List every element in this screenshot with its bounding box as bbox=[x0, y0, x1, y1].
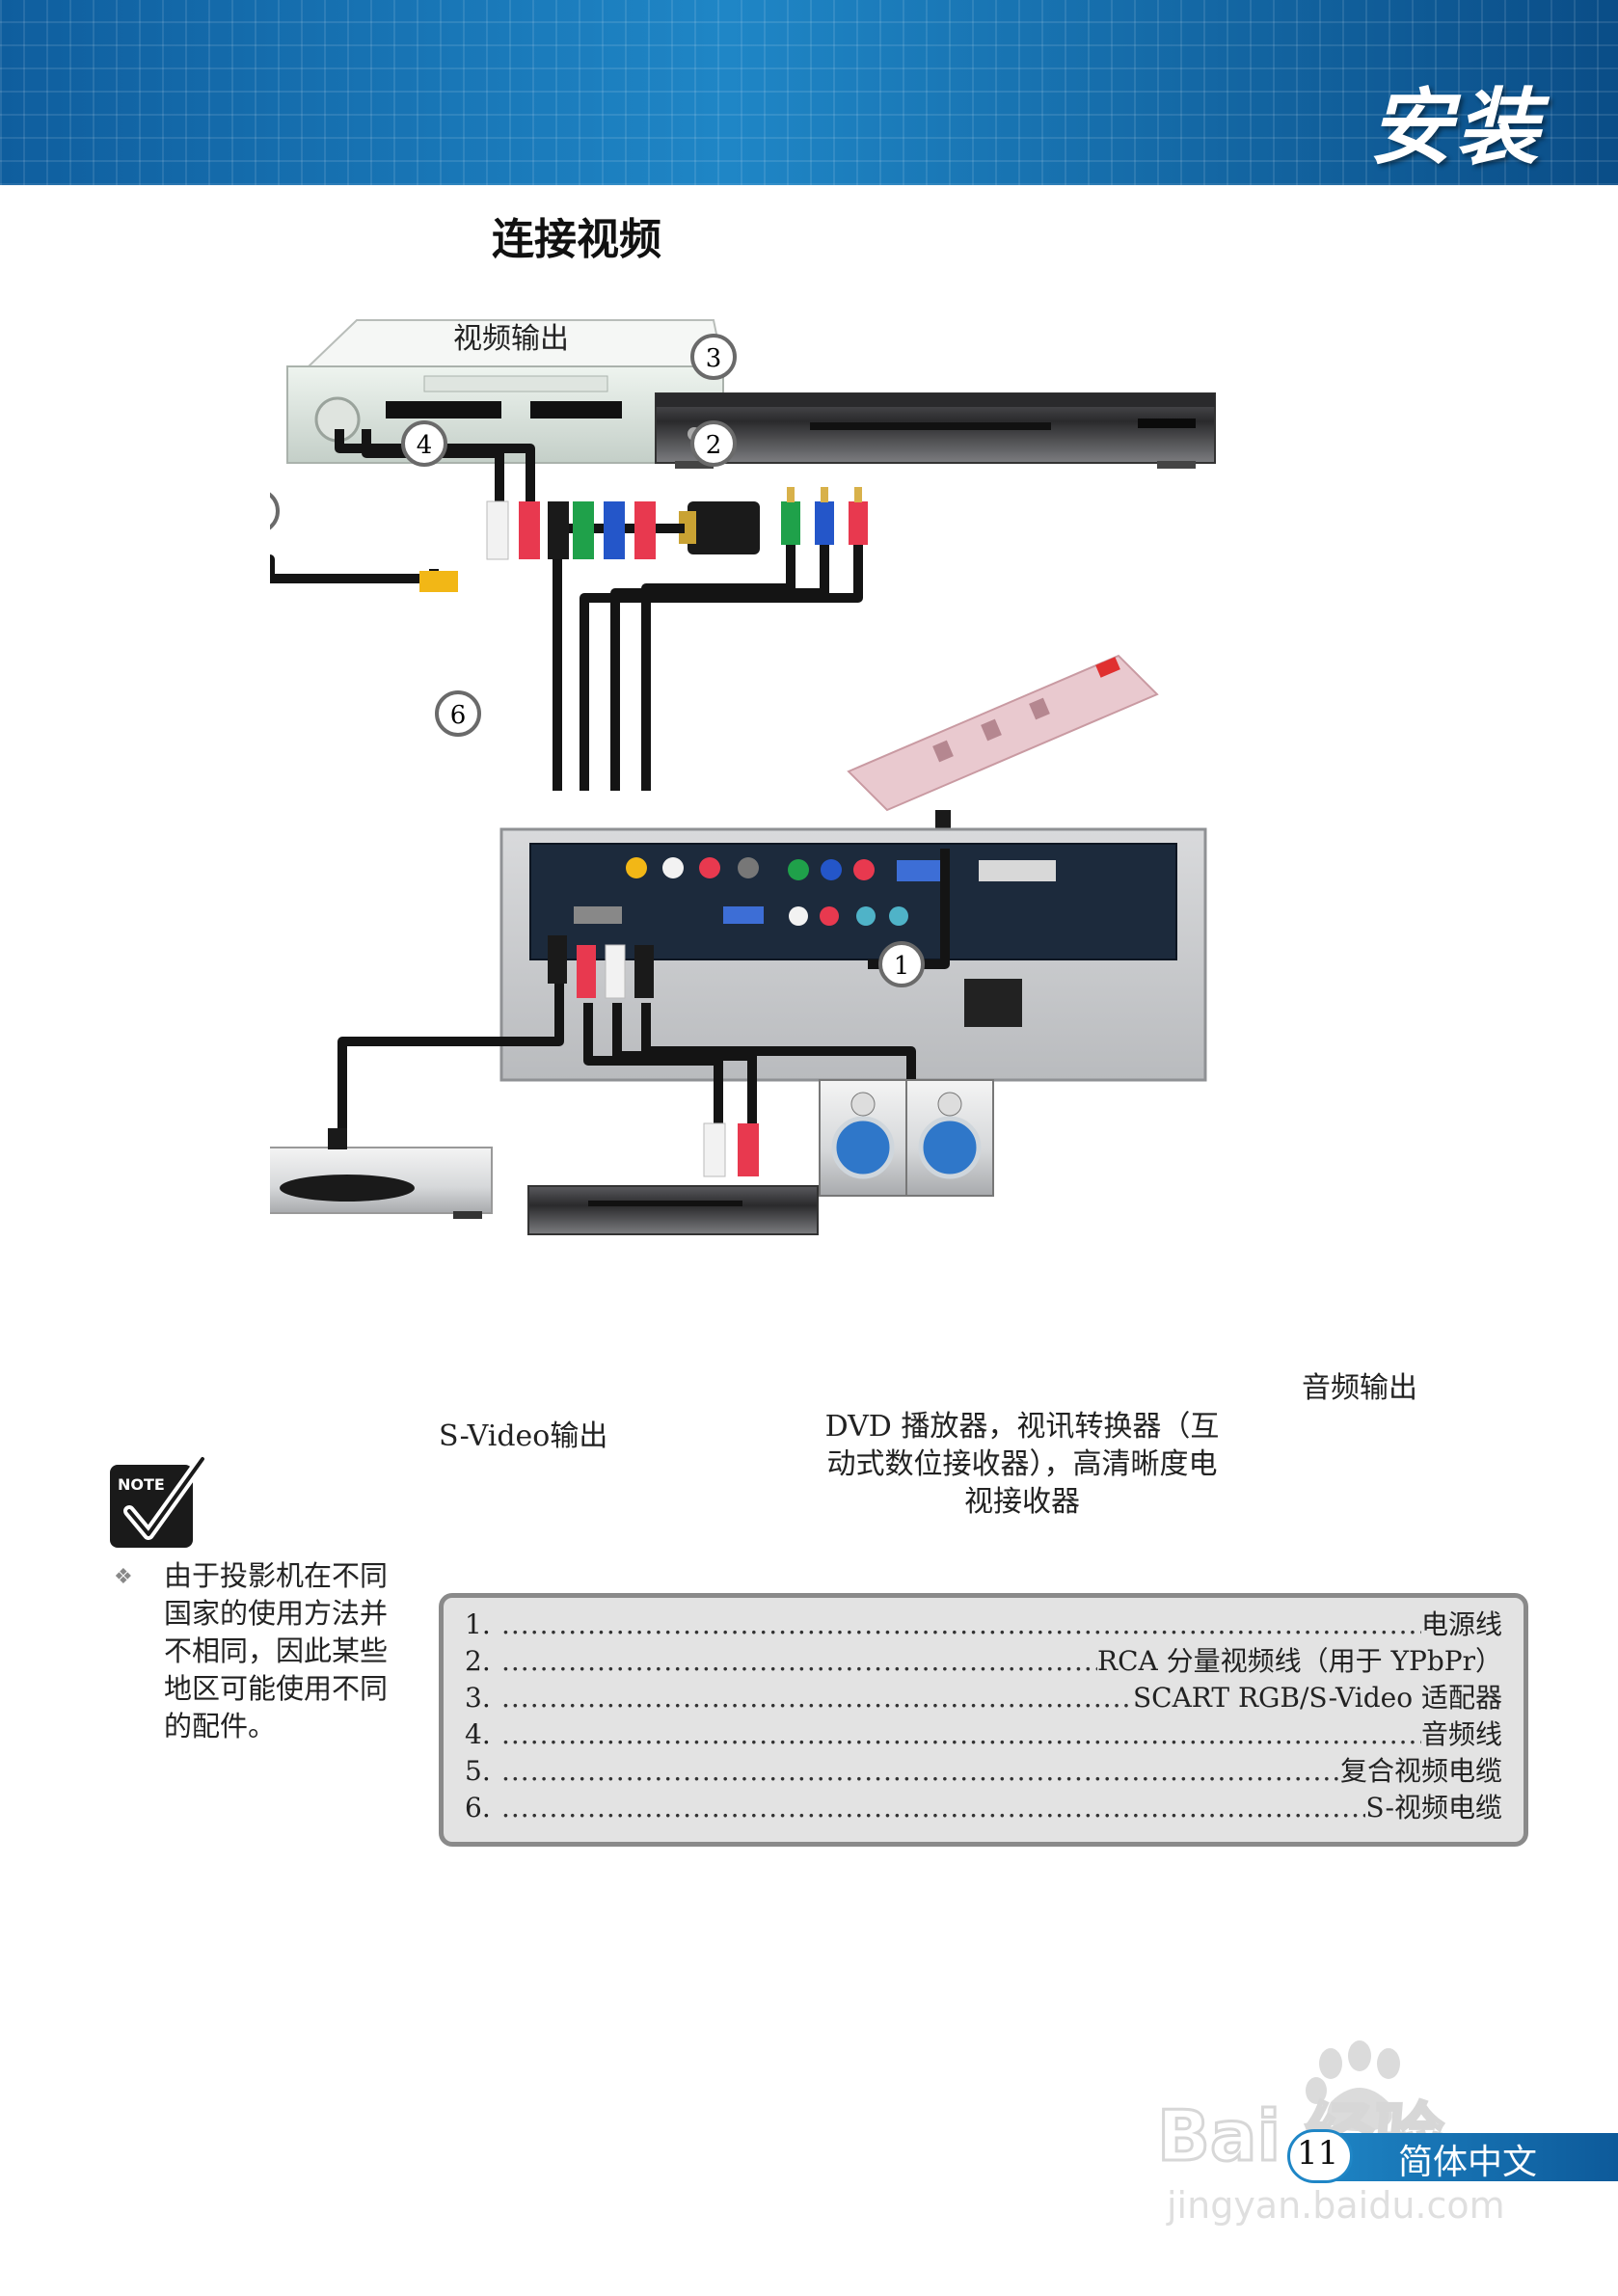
legend-label: SCART RGB/S-Video 适配器 bbox=[1132, 1682, 1502, 1714]
connection-diagram-svg: 1 2 3 4 5 6 bbox=[202, 319, 1216, 1235]
note-icon: NOTE bbox=[106, 1451, 212, 1557]
note-bullet-icon: ❖ bbox=[114, 1565, 133, 1589]
note-line: 地区可能使用不同 bbox=[164, 1672, 389, 1705]
audio-input-plugs bbox=[486, 500, 656, 560]
label-svideo-output: S-Video输出 bbox=[439, 1419, 608, 1453]
legend-num: 2. bbox=[465, 1645, 491, 1677]
svg-text:NOTE: NOTE bbox=[118, 1475, 165, 1494]
legend-num: 4. bbox=[465, 1718, 491, 1750]
legend-num: 3. bbox=[465, 1682, 491, 1714]
scart-adapter bbox=[679, 501, 760, 554]
header-title: 安装 bbox=[1369, 80, 1543, 176]
legend-leader bbox=[501, 1682, 1133, 1714]
page-number-badge bbox=[1287, 2129, 1353, 2183]
legend-leader bbox=[501, 1718, 1421, 1750]
label-audio-output: 音频输出 bbox=[1302, 1371, 1417, 1405]
footer-language: 简体中文 bbox=[1398, 2143, 1538, 2182]
legend-row: 3. SCART RGB/S-Video 适配器 bbox=[465, 1677, 1502, 1714]
baidu-watermark-svg: Bai 经验 jingyan.baidu.com bbox=[1156, 2040, 1505, 2227]
page-header: 安装 bbox=[0, 0, 1618, 185]
label-dvd-player-line1: DVD 播放器，视讯转换器（互 bbox=[824, 1410, 1220, 1444]
legend-num: 1. bbox=[465, 1608, 491, 1640]
note-line: 由于投影机在不同 bbox=[164, 1559, 389, 1592]
label-dvd-player-line2: 动式数位接收器），高清晰度电 bbox=[826, 1447, 1218, 1481]
svg-text:jingyan.baidu.com: jingyan.baidu.com bbox=[1166, 2184, 1505, 2227]
note-line: 国家的使用方法并 bbox=[164, 1597, 389, 1630]
legend-leader bbox=[501, 1608, 1421, 1640]
label-video-output: 视频输出 bbox=[453, 322, 569, 356]
baidu-watermark: Bai 经验 jingyan.baidu.com bbox=[1147, 2035, 1552, 2228]
callout-5: 5 bbox=[233, 488, 280, 534]
legend-row: 1. 电源线 bbox=[465, 1604, 1502, 1640]
legend-num: 5. bbox=[465, 1755, 491, 1787]
label-dvd-player-line3: 视接收器 bbox=[964, 1485, 1080, 1519]
note-checkmark-svg: NOTE bbox=[110, 1453, 208, 1548]
power-strip bbox=[847, 654, 1159, 849]
note-line: 的配件。 bbox=[164, 1710, 277, 1742]
callout-2: 2 bbox=[690, 420, 737, 467]
svg-text:4: 4 bbox=[417, 431, 433, 460]
callout-3: 3 bbox=[690, 334, 737, 380]
callout-1: 1 bbox=[878, 941, 925, 987]
footer-band bbox=[1307, 2133, 1618, 2181]
legend-label: RCA 分量视频线（用于 YPbPr） bbox=[1096, 1645, 1502, 1677]
legend-label: 音频线 bbox=[1420, 1718, 1502, 1750]
svg-text:2: 2 bbox=[706, 431, 722, 460]
bottom-dvd-device bbox=[527, 1122, 819, 1235]
audio-output-plugs bbox=[548, 935, 654, 999]
svg-text:6: 6 bbox=[450, 701, 467, 730]
note-line: 不相同，因此某些 bbox=[164, 1634, 389, 1667]
legend-label: S-视频电缆 bbox=[1365, 1792, 1502, 1823]
legend-row: 6. S-视频电缆 bbox=[465, 1787, 1502, 1823]
label-dvd-player: DVD 播放器，视讯转换器（互 动式数位接收器），高清晰度电 视接收器 bbox=[805, 1408, 1239, 1521]
legend-leader bbox=[501, 1755, 1340, 1787]
legend-row: 2. RCA 分量视频线（用于 YPbPr） bbox=[465, 1640, 1502, 1677]
legend-leader bbox=[501, 1645, 1097, 1677]
component-plugs-top bbox=[781, 487, 868, 545]
svg-text:1: 1 bbox=[894, 952, 910, 981]
section-title: 连接视频 bbox=[492, 215, 661, 264]
composite-plug-panel bbox=[419, 571, 458, 592]
legend-row: 4. 音频线 bbox=[465, 1714, 1502, 1750]
svideo-output-device bbox=[202, 1128, 493, 1219]
legend-leader bbox=[501, 1792, 1365, 1823]
legend-row: 5. 复合视频电缆 bbox=[465, 1750, 1502, 1787]
speakers bbox=[819, 1079, 994, 1197]
callout-4: 4 bbox=[401, 420, 447, 467]
connection-diagram: 1 2 3 4 5 6 bbox=[202, 309, 1524, 1524]
cable-legend: 1. 电源线 2. RCA 分量视频线（用于 YPbPr） 3. SCART R… bbox=[439, 1593, 1528, 1847]
legend-num: 6. bbox=[465, 1792, 491, 1823]
page-number: 11 bbox=[1297, 2134, 1339, 2173]
callout-6: 6 bbox=[435, 690, 481, 737]
legend-label: 复合视频电缆 bbox=[1339, 1755, 1502, 1787]
svg-text:3: 3 bbox=[706, 344, 722, 373]
legend-label: 电源线 bbox=[1420, 1608, 1502, 1640]
top-right-dvd-device bbox=[655, 392, 1216, 469]
note-text: 由于投影机在不同 国家的使用方法并 不相同，因此某些 地区可能使用不同 的配件。 bbox=[164, 1557, 424, 1745]
